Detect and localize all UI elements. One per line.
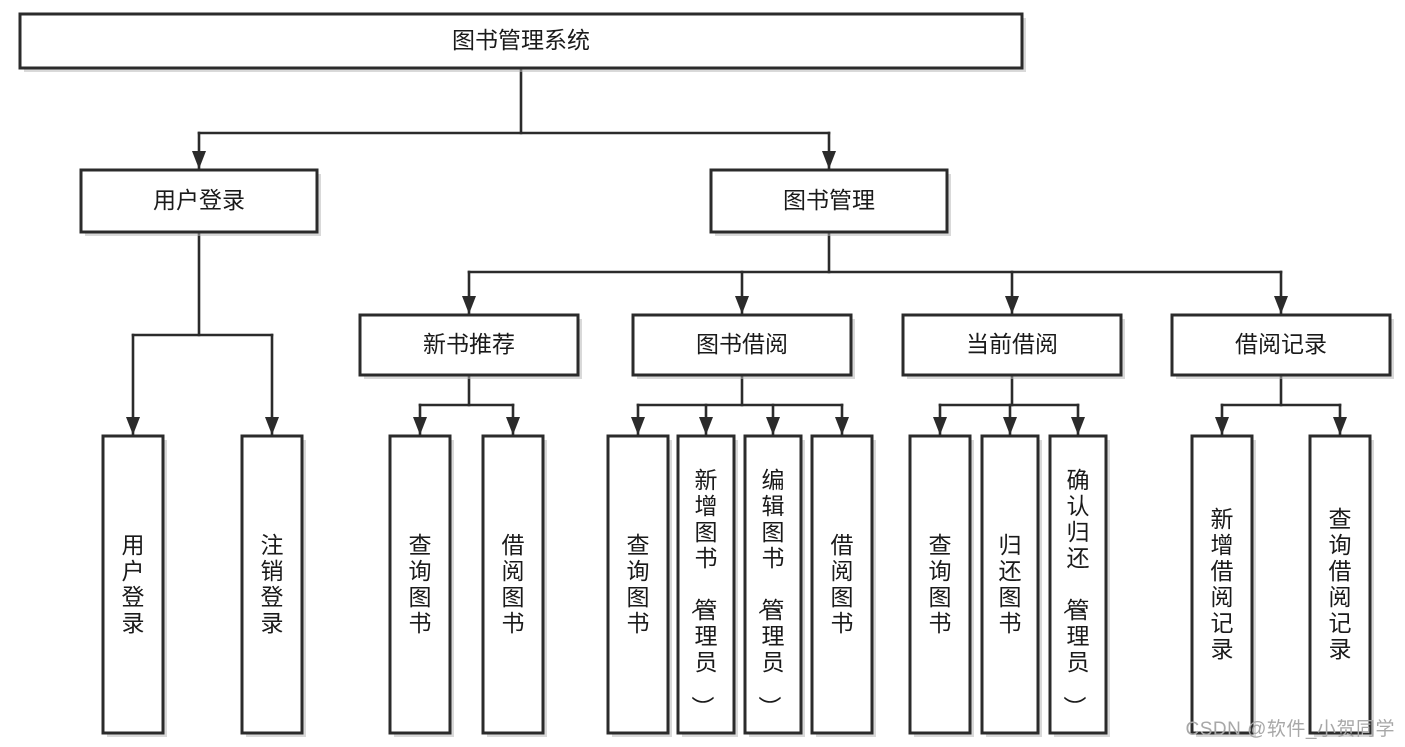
edge-arrowhead	[126, 417, 140, 435]
edge-group-图书管理	[462, 230, 1288, 316]
node-box[interactable]	[901, 313, 1123, 377]
node-label: 图书管理	[783, 187, 875, 213]
node-box[interactable]	[79, 168, 319, 234]
node-box[interactable]	[1170, 313, 1392, 377]
edge-arrowhead	[766, 417, 780, 435]
edge-group-图书管理系统	[192, 66, 836, 171]
node-leaf-确认归还管理员-10[interactable]: 确认归还（管理员）	[1048, 434, 1110, 737]
edge-arrowhead	[1274, 296, 1288, 314]
node-box[interactable]	[631, 313, 853, 377]
edges-layer	[126, 66, 1347, 437]
node-label: 查询图书	[929, 532, 952, 636]
edge-arrowhead	[413, 417, 427, 435]
edge-group-当前借阅	[933, 373, 1085, 437]
node-l3-图书借阅-1[interactable]: 图书借阅	[631, 313, 855, 379]
edge-group-图书借阅	[631, 373, 849, 437]
node-label: 借阅图书	[831, 532, 854, 636]
node-box[interactable]	[358, 313, 580, 377]
edge-arrowhead	[506, 417, 520, 435]
edge-arrowhead	[1071, 417, 1085, 435]
node-label: 确认归还（管理员）	[1062, 467, 1090, 719]
node-leaf-注销登录-1[interactable]: 注销登录	[240, 434, 306, 737]
node-box[interactable]	[810, 434, 874, 735]
node-l2-图书管理-1[interactable]: 图书管理	[709, 168, 951, 236]
node-leaf-查询图书-4[interactable]: 查询图书	[606, 434, 672, 737]
node-leaf-归还图书-9[interactable]: 归还图书	[980, 434, 1042, 737]
edge-arrowhead	[1333, 417, 1347, 435]
node-box[interactable]	[18, 12, 1024, 70]
node-label: 图书借阅	[696, 331, 788, 357]
node-box[interactable]	[481, 434, 545, 735]
node-l3-当前借阅-2[interactable]: 当前借阅	[901, 313, 1125, 379]
node-label: 图书管理系统	[452, 27, 590, 53]
node-leaf-借阅图书-3[interactable]: 借阅图书	[481, 434, 547, 737]
node-box[interactable]	[743, 434, 803, 735]
edge-arrowhead	[933, 417, 947, 435]
node-leaf-查询借阅记录-12[interactable]: 查询借阅记录	[1308, 434, 1374, 737]
node-box[interactable]	[980, 434, 1040, 735]
node-box[interactable]	[908, 434, 972, 735]
edge-arrowhead	[1215, 417, 1229, 435]
node-label: 编辑图书（管理员）	[757, 467, 785, 719]
node-box[interactable]	[388, 434, 452, 735]
edge-arrowhead	[699, 417, 713, 435]
edge-arrowhead	[631, 417, 645, 435]
edge-arrowhead	[1003, 417, 1017, 435]
edge-group-新书推荐	[413, 373, 520, 437]
node-label: 归还图书	[999, 532, 1022, 636]
node-label: 注销登录	[261, 532, 284, 636]
node-leaf-借阅图书-7[interactable]: 借阅图书	[810, 434, 876, 737]
node-box[interactable]	[709, 168, 949, 234]
node-leaf-新增借阅记录-11[interactable]: 新增借阅记录	[1190, 434, 1256, 737]
edge-arrowhead	[192, 151, 206, 169]
node-l3-新书推荐-0[interactable]: 新书推荐	[358, 313, 582, 379]
node-box[interactable]	[1190, 434, 1254, 735]
node-label: 查询图书	[409, 532, 432, 636]
node-box[interactable]	[1048, 434, 1108, 735]
edge-group-借阅记录	[1215, 373, 1347, 437]
node-leaf-用户登录-0[interactable]: 用户登录	[101, 434, 167, 737]
edge-group-用户登录	[126, 230, 279, 437]
edge-arrowhead	[462, 296, 476, 314]
node-label: 新增借阅记录	[1211, 506, 1234, 662]
nodes-layer: 图书管理系统用户登录图书管理新书推荐图书借阅当前借阅借阅记录用户登录注销登录查询…	[18, 12, 1394, 737]
edge-arrowhead	[835, 417, 849, 435]
node-box[interactable]	[240, 434, 304, 735]
node-leaf-查询图书-2[interactable]: 查询图书	[388, 434, 454, 737]
edge-arrowhead	[265, 417, 279, 435]
node-leaf-查询图书-8[interactable]: 查询图书	[908, 434, 974, 737]
node-label: 用户登录	[122, 532, 145, 636]
node-label: 用户登录	[153, 187, 245, 213]
node-label: 借阅记录	[1235, 331, 1327, 357]
node-label: 新书推荐	[423, 331, 515, 357]
edge-arrowhead	[735, 296, 749, 314]
node-label: 借阅图书	[502, 532, 525, 636]
node-label: 当前借阅	[966, 331, 1058, 357]
node-root-图书管理系统-0[interactable]: 图书管理系统	[18, 12, 1026, 72]
node-l2-用户登录-0[interactable]: 用户登录	[79, 168, 321, 236]
node-leaf-编辑图书管理员-6[interactable]: 编辑图书（管理员）	[743, 434, 805, 737]
edge-arrowhead	[1005, 296, 1019, 314]
edge-arrowhead	[822, 151, 836, 169]
node-label: 查询借阅记录	[1329, 506, 1352, 662]
node-box[interactable]	[101, 434, 165, 735]
node-label: 新增图书（管理员）	[690, 467, 718, 719]
node-leaf-新增图书管理员-5[interactable]: 新增图书（管理员）	[676, 434, 738, 737]
node-box[interactable]	[1308, 434, 1372, 735]
node-l3-借阅记录-3[interactable]: 借阅记录	[1170, 313, 1394, 379]
node-box[interactable]	[676, 434, 736, 735]
node-label: 查询图书	[627, 532, 650, 636]
node-box[interactable]	[606, 434, 670, 735]
